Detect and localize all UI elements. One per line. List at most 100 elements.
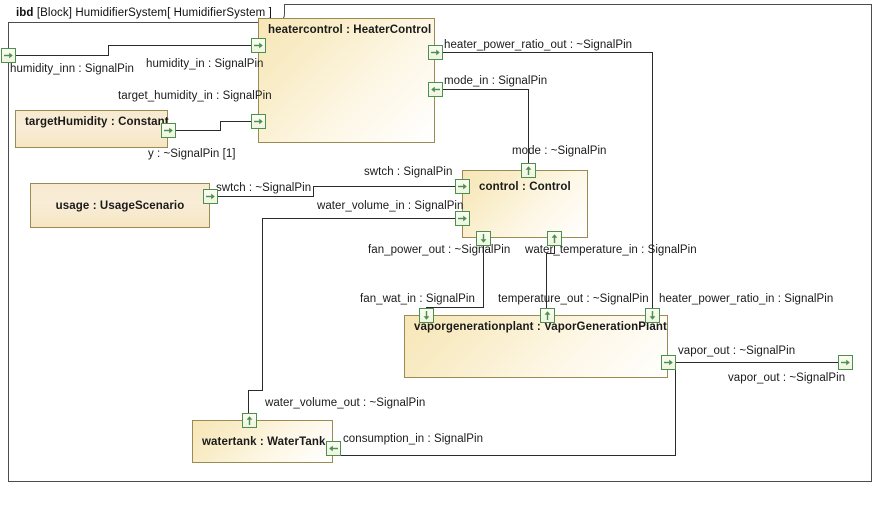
connector-fan-power-seg-h1 xyxy=(426,307,484,308)
label-frame-vapor-out: vapor_out : ~SignalPin xyxy=(728,372,846,384)
arrow-right-icon xyxy=(4,52,13,59)
arrow-down-icon xyxy=(649,311,656,320)
diagram-header-kind: ibd xyxy=(16,7,34,19)
part-control-label: control : Control xyxy=(479,181,571,193)
label-ctrl-water-volume-in: water_volume_in : SignalPin xyxy=(317,200,464,212)
diagram-header-stereotype: [Block] xyxy=(36,7,73,19)
connector-swtch-seg-h1 xyxy=(217,196,314,197)
connector-water-volume-seg-v2 xyxy=(262,218,263,391)
diagram-header-label: ibd [Block] HumidifierSystem[ Humidifier… xyxy=(16,7,272,19)
connector-heater-power-seg-v1 xyxy=(652,52,653,314)
arrow-left-icon xyxy=(431,86,440,93)
arrow-down-icon xyxy=(423,311,430,320)
connector-temperature-seg-v1 xyxy=(546,253,547,315)
diagram-header-block: HumidifierSystem xyxy=(75,7,168,19)
label-vgp-vapor-out: vapor_out : ~SignalPin xyxy=(678,345,796,357)
label-hc-mode-in: mode_in : SignalPin xyxy=(444,75,548,87)
arrow-right-icon xyxy=(254,118,263,125)
part-watertank[interactable]: watertank : WaterTank xyxy=(192,420,336,466)
label-vgp-heater-power-ratio-in: heater_power_ratio_in : SignalPin xyxy=(659,293,834,305)
port-hc-target-humidity-in[interactable] xyxy=(251,114,266,129)
label-th-y: y : ~SignalPin [1] xyxy=(148,148,236,160)
connector-consumption-seg-v2 xyxy=(675,369,676,374)
port-vgp-fan-wat-in[interactable] xyxy=(419,308,434,323)
port-frame-vapor-out[interactable] xyxy=(838,355,853,370)
arrow-right-icon xyxy=(458,183,467,190)
diagram-header-frame: [ HumidifierSystem ] xyxy=(167,7,272,19)
arrow-right-icon xyxy=(431,49,440,56)
connector-humidity-seg-v1 xyxy=(108,45,109,56)
label-ctrl-fan-power-out: fan_power_out : ~SignalPin xyxy=(368,244,511,256)
port-wt-consumption-in[interactable] xyxy=(326,441,341,456)
connector-humidity-seg-h1 xyxy=(15,55,109,56)
arrow-up-icon xyxy=(525,166,532,175)
port-th-y[interactable] xyxy=(161,123,176,138)
arrow-right-icon xyxy=(458,215,467,222)
connector-temperature-seg-h1 xyxy=(546,253,555,254)
label-usage-swtch: swtch : ~SignalPin xyxy=(216,182,312,194)
port-ctrl-water-volume-in[interactable] xyxy=(455,211,470,226)
connector-water-volume-seg-v1 xyxy=(248,390,249,420)
connector-water-volume-seg-h0 xyxy=(248,390,263,391)
part-heatercontrol-label: heatercontrol : HeaterControl xyxy=(268,24,432,36)
connector-water-volume-seg-h1 xyxy=(262,218,455,219)
port-ctrl-water-temperature-in[interactable] xyxy=(547,231,562,246)
label-ctrl-water-temperature-in: water_temperature_in : SignalPin xyxy=(525,244,697,256)
part-vaporgenerationplant-label: vaporgenerationplant : VaporGenerationPl… xyxy=(414,321,667,333)
connector-consumption-seg-h1 xyxy=(340,455,676,456)
arrow-up-icon xyxy=(246,416,253,425)
connector-consumption-seg-v1 xyxy=(675,362,676,455)
port-usage-swtch[interactable] xyxy=(203,189,218,204)
label-hc-heater-power-ratio-out: heater_power_ratio_out : ~SignalPin xyxy=(444,39,633,51)
port-vgp-temperature-out[interactable] xyxy=(540,308,555,323)
part-watertank-label: watertank : WaterTank xyxy=(202,435,326,448)
arrow-down-icon xyxy=(480,234,487,243)
part-targethumidity[interactable]: targetHumidity : Constant xyxy=(15,110,171,151)
diagram-frame-header: ibd [Block] HumidifierSystem[ Humidifier… xyxy=(8,4,285,23)
label-ctrl-mode-out: mode : ~SignalPin xyxy=(512,145,607,157)
port-hc-mode-in[interactable] xyxy=(428,82,443,97)
label-hc-target-humidity-in: target_humidity_in : SignalPin xyxy=(118,90,272,102)
port-hc-humidity-in[interactable] xyxy=(251,38,266,53)
port-vgp-heater-power-ratio-in[interactable] xyxy=(645,308,660,323)
diagram-frame xyxy=(8,4,872,482)
arrow-right-icon xyxy=(254,42,263,49)
part-targethumidity-label: targetHumidity : Constant xyxy=(25,116,169,128)
connector-swtch-seg-v1 xyxy=(313,186,314,197)
label-wt-consumption-in: consumption_in : SignalPin xyxy=(343,433,484,445)
port-ctrl-swtch-in[interactable] xyxy=(455,179,470,194)
port-ctrl-fan-power-out[interactable] xyxy=(476,231,491,246)
connector-mode-seg-v1 xyxy=(528,89,529,163)
label-frame-humidity-inn: humidity_inn : SignalPin xyxy=(10,63,134,75)
connector-target-humidity-seg-h2 xyxy=(220,121,251,122)
arrow-right-icon xyxy=(206,193,215,200)
part-vaporgenerationplant[interactable]: vaporgenerationplant : VaporGenerationPl… xyxy=(404,315,671,381)
arrow-right-icon xyxy=(841,359,850,366)
arrow-left-icon xyxy=(329,445,338,452)
connector-humidity-seg-h2 xyxy=(108,45,251,46)
port-frame-humidity-inn[interactable] xyxy=(1,48,16,63)
connector-temperature-seg-v3 xyxy=(554,245,555,254)
arrow-right-icon xyxy=(664,359,673,366)
label-vgp-temperature-out: temperature_out : ~SignalPin xyxy=(498,293,649,305)
connector-target-humidity-seg-h1 xyxy=(175,130,221,131)
connector-heater-power-seg-h1 xyxy=(442,52,653,53)
connector-target-humidity-seg-v1 xyxy=(220,121,221,131)
part-control[interactable]: control : Control xyxy=(462,170,591,241)
port-wt-water-volume-out[interactable] xyxy=(242,413,257,428)
arrow-right-icon xyxy=(164,127,173,134)
part-heatercontrol[interactable]: heatercontrol : HeaterControl xyxy=(258,18,438,146)
port-hc-heater-power-ratio-out[interactable] xyxy=(428,45,443,60)
part-heatercontrol-shadow xyxy=(262,22,438,146)
connector-mode-seg-h1 xyxy=(442,89,529,90)
port-vgp-vapor-out[interactable] xyxy=(661,355,676,370)
port-ctrl-mode-out[interactable] xyxy=(521,163,536,178)
connector-vapor-seg-h1 xyxy=(675,362,838,363)
label-ctrl-swtch-in: swtch : SignalPin xyxy=(364,166,453,178)
label-hc-humidity-in: humidity_in : SignalPin xyxy=(146,58,264,70)
arrow-up-icon xyxy=(544,311,551,320)
part-usage[interactable]: usage : UsageScenario xyxy=(30,183,213,231)
part-usage-label: usage : UsageScenario xyxy=(55,199,185,212)
label-wt-water-volume-out: water_volume_out : ~SignalPin xyxy=(265,397,426,409)
